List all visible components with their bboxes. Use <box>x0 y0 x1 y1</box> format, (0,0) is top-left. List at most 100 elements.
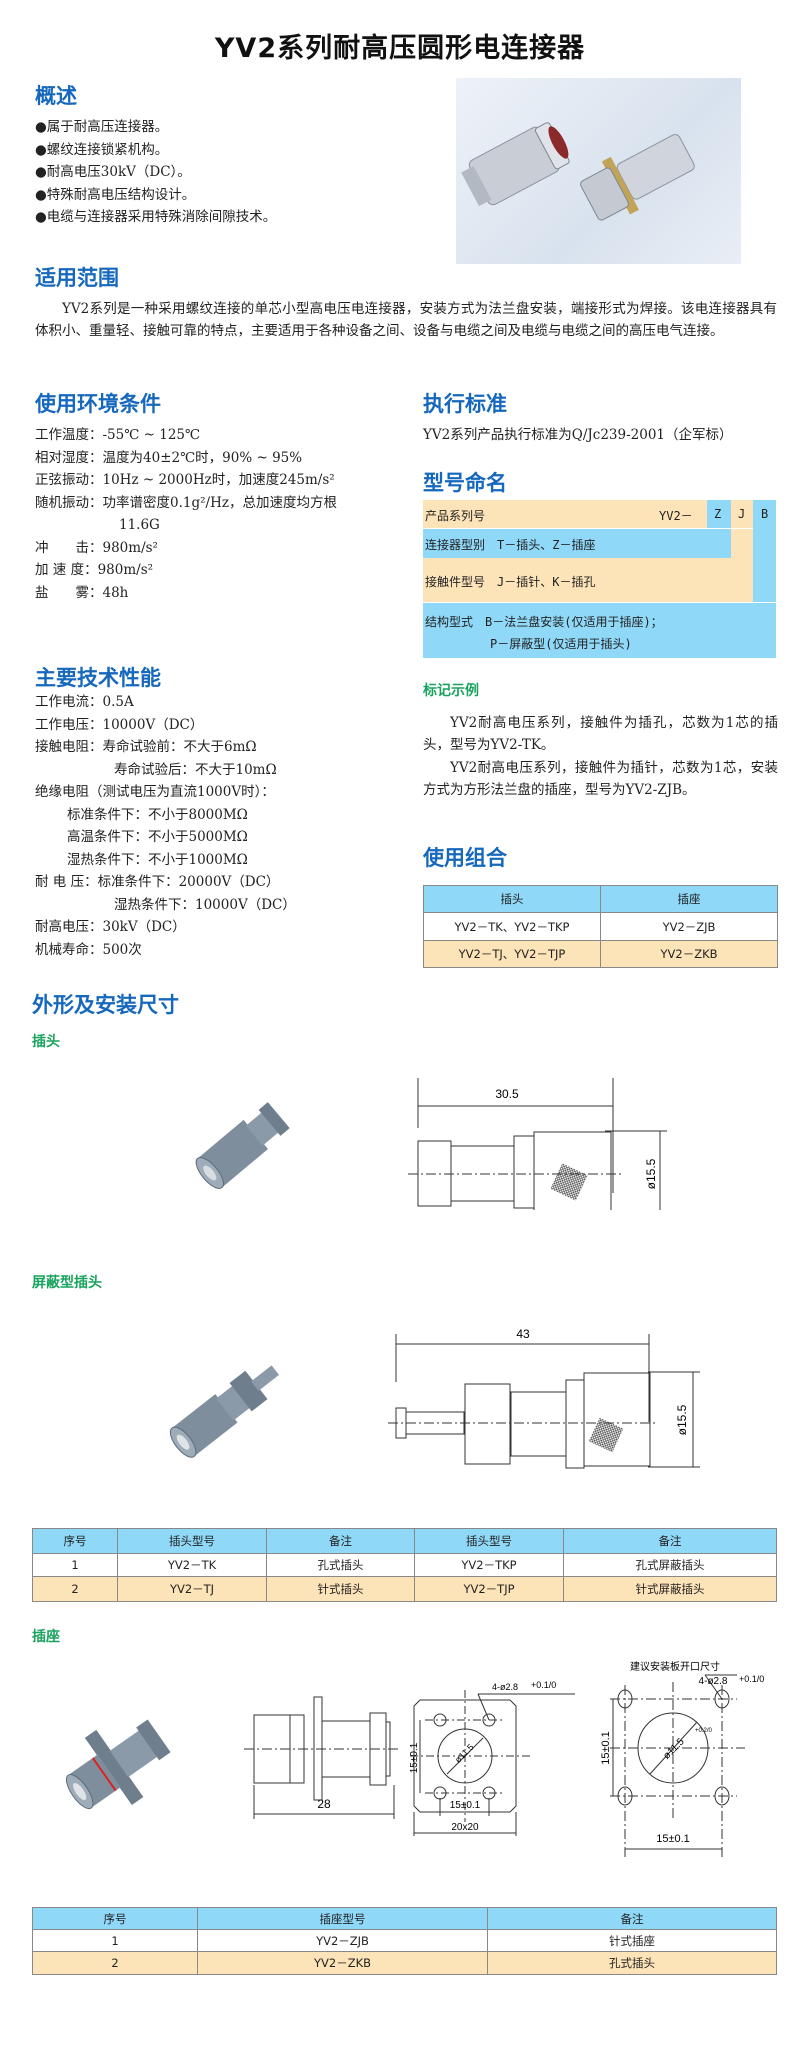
naming-heading: 型号命名 <box>423 471 507 495</box>
example-p1: YV2耐高电压系列，接触件为插孔，芯数为1芯的插头，型号为YV2-TK。 <box>423 715 778 753</box>
cell: 孔式插头 <box>487 1951 777 1975</box>
example-heading: 标记示例 <box>423 683 479 699</box>
plug-3d-render <box>195 1102 290 1189</box>
combo-header: 插头 <box>423 885 601 913</box>
env-line: 加 速 度：980m/s² <box>35 562 154 578</box>
env-line: 正弦振动：10Hz ~ 2000Hz时，加速度245m/s² <box>35 472 335 488</box>
perf-line: 机械寿命：500次 <box>35 941 142 958</box>
scope-text: YV2系列是一种采用螺纹连接的单芯小型高电压电连接器，安装方式为法兰盘安装，端接… <box>35 301 777 339</box>
overview-bullet: ●特殊耐高电压结构设计。 <box>35 186 196 203</box>
cutout-bore-tolerance: +0.2/0 <box>695 1728 713 1734</box>
page-title: YV2系列耐高压圆形电连接器 <box>214 33 586 64</box>
cell: 2 <box>32 1576 118 1602</box>
plug-diameter-label: ø15.5 <box>644 1158 658 1189</box>
perf-line: 工作电流：0.5A <box>35 694 134 710</box>
perf-line: 工作电压：10000V（DC） <box>35 716 204 733</box>
cutout-title: 建议安装板开口尺寸 <box>630 1660 720 1673</box>
perf-line: 标准条件下：不小于8000MΩ <box>67 806 248 823</box>
plug-table-header: 序号 <box>32 1528 118 1554</box>
shielded-plug-drawing: 43 ø15.5 <box>388 1327 700 1469</box>
socket-horizontal-pitch: 15±0.1 <box>450 1800 481 1811</box>
panel-cutout-drawing: 建议安装板开口尺寸 4-ø2.8 15±0.1 ø11.5 +0.2/0 +0.… <box>600 1660 764 1860</box>
code-z: Z <box>714 507 722 521</box>
perf-line: 接触电阻：寿命试验前：不大于6mΩ <box>35 739 257 755</box>
cell: YV2－TJ、YV2－TJP <box>423 940 601 968</box>
perf-line: 寿命试验后：不大于10mΩ <box>114 761 277 778</box>
shielded-plug-3d-render <box>169 1365 279 1458</box>
socket-bore-label: ø11.5 <box>453 1742 476 1765</box>
cell: 2 <box>32 1951 198 1975</box>
perf-line: 耐 电 压：标准条件下：20000V（DC） <box>35 874 280 890</box>
standard-text: YV2系列产品执行标准为Q/Jc239-2001（企军标） <box>423 427 733 443</box>
cell: 孔式屏蔽插头 <box>563 1553 777 1577</box>
plug-heading: 插头 <box>32 1034 60 1050</box>
socket-flange-drawing: 4-ø2.8 +0.1/0 15±0.1 ø11.5 15±0.1 20x20 <box>409 1680 575 1836</box>
series-label: 产品系列号 <box>425 509 486 523</box>
perf-line: 湿热条件下：10000V（DC） <box>114 896 296 913</box>
cell: YV2－TJP <box>414 1576 564 1602</box>
shielded-diameter-label: ø15.5 <box>675 1404 689 1435</box>
cutout-hole-label: 4-ø2.8 <box>699 1676 728 1687</box>
socket-flange-size: 20x20 <box>451 1822 479 1833</box>
plug-length-label: 30.5 <box>495 1087 519 1101</box>
cell: YV2－ZKB <box>600 940 778 968</box>
perf-line: 耐高电压：30kV（DC） <box>35 919 186 935</box>
perf-list: 工作电流：0.5A 工作电压：10000V（DC） 接触电阻：寿命试验前：不大于… <box>35 691 296 961</box>
cell: 孔式插头 <box>266 1553 415 1577</box>
plug-table-header: 备注 <box>563 1528 777 1554</box>
socket-table-header: 插座型号 <box>197 1907 488 1930</box>
socket-vertical-pitch: 15±0.1 <box>409 1742 420 1773</box>
socket-table-header: 备注 <box>487 1907 777 1930</box>
socket-hole-label: 4-ø2.8 <box>492 1682 518 1692</box>
env-heading: 使用环境条件 <box>35 392 161 416</box>
cell: YV2－TJ <box>117 1576 267 1602</box>
cutout-vertical-pitch: 15±0.1 <box>600 1731 612 1765</box>
cell: 针式插座 <box>487 1929 777 1952</box>
overview-bullet: ●耐高电压30kV（DC）。 <box>35 164 191 180</box>
env-line: 相对湿度：温度为40±2℃时，90% ~ 95% <box>35 449 303 466</box>
cell: YV2－ZKB <box>197 1951 488 1975</box>
cell: YV2－TKP <box>414 1553 564 1577</box>
combo-heading: 使用组合 <box>423 846 507 870</box>
cutout-bore-label: ø11.5 <box>661 1736 687 1762</box>
example-p2: YV2耐高电压系列，接触件为插针，芯数为1芯，安装方式为方形法兰盘的插座，型号为… <box>423 760 778 798</box>
socket-hole-tolerance: +0.1/0 <box>531 1680 556 1690</box>
cell: 针式屏蔽插头 <box>563 1576 777 1602</box>
plug-table-header: 插头型号 <box>117 1528 267 1554</box>
cell: 1 <box>32 1553 118 1577</box>
combo-header: 插座 <box>600 885 778 913</box>
overview-bullet: ●螺纹连接锁紧机构。 <box>35 141 169 158</box>
cell: 针式插头 <box>266 1576 415 1602</box>
code-b: B <box>761 507 769 521</box>
perf-line: 高温条件下：不小于5000MΩ <box>67 829 248 845</box>
env-line: 盐 雾：48h <box>35 584 129 601</box>
perf-heading: 主要技术性能 <box>35 666 161 690</box>
scope-heading: 适用范围 <box>35 266 119 290</box>
perf-line: 绝缘电阻（测试电压为直流1000V时）： <box>35 784 275 800</box>
env-line: 冲 击：980m/s² <box>35 539 158 556</box>
overview-heading: 概述 <box>35 84 77 108</box>
overview-bullet: ●属于耐高压连接器。 <box>35 119 169 135</box>
plug-table-header: 备注 <box>266 1528 415 1554</box>
cutout-hole-tolerance: +0.1/0 <box>739 1674 764 1684</box>
series-prefix: YV2－ <box>659 509 693 523</box>
env-line: 11.6G <box>119 517 160 533</box>
cell: YV2－TK、YV2－TKP <box>423 912 601 941</box>
cell: 1 <box>32 1929 198 1952</box>
shielded-length-label: 43 <box>516 1327 530 1341</box>
overview-bullet: ●电缆与连接器采用特殊消除间隙技术。 <box>35 209 277 225</box>
cell: YV2－TK <box>117 1553 267 1577</box>
cell: YV2－ZJB <box>197 1929 488 1952</box>
plug-drawing: 30.5 ø15.5 <box>408 1078 667 1210</box>
overview-list: ●属于耐高压连接器。 ●螺纹连接锁紧机构。 ●耐高电压30kV（DC）。 ●特殊… <box>35 116 276 229</box>
socket-heading: 插座 <box>32 1629 60 1645</box>
naming-diagram: 产品系列号 YV2－ Z J B 连接器型别 T－插头、Z－插座 接触件型号 J… <box>423 500 776 658</box>
